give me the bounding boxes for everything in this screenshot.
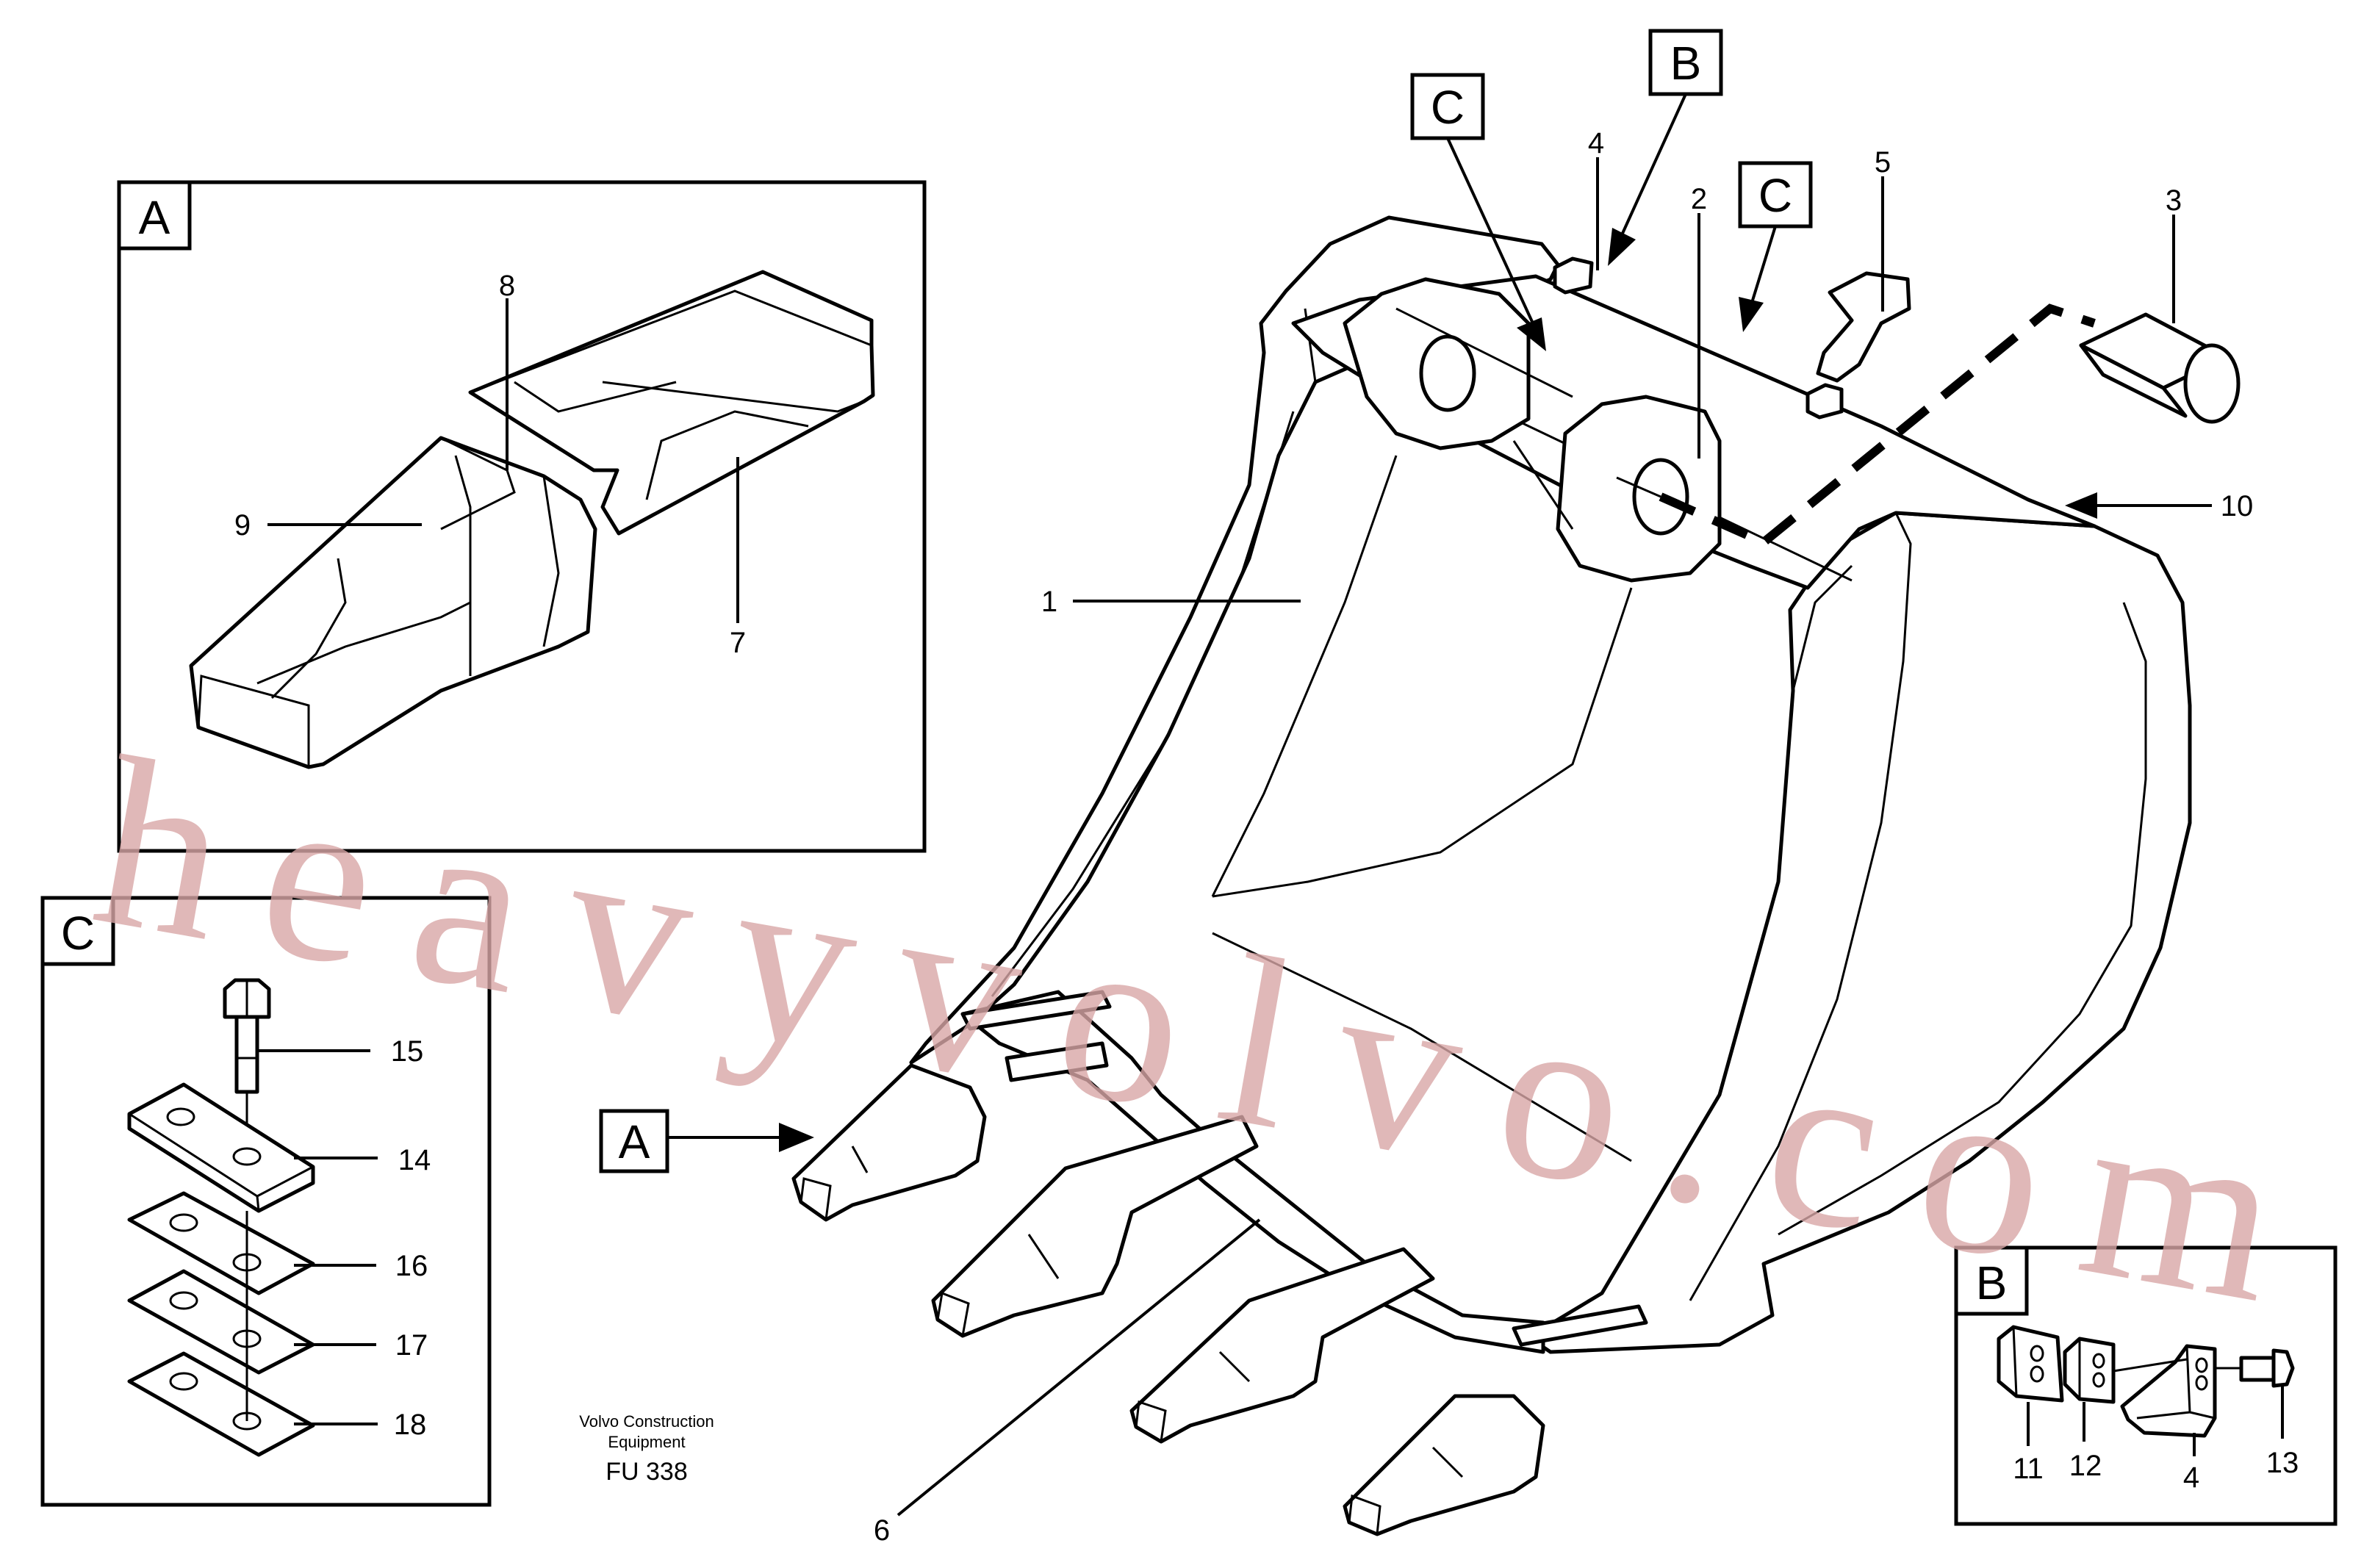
figure-code: FU 338 (606, 1458, 688, 1486)
callout-6: 6 (874, 1514, 890, 1547)
detail-c-panel: C 15 14 16 17 (40, 896, 492, 1507)
view-ref-c-left: C (1431, 81, 1465, 134)
hook-5 (1816, 271, 1911, 383)
callout-17: 17 (395, 1329, 428, 1362)
pin-3-end (2183, 343, 2241, 424)
lug-4-top (1553, 256, 1594, 295)
credit-line-1: Volvo Construction (579, 1412, 714, 1431)
bucket-assembly: 1 2 3 4 5 6 10 A B C (599, 29, 2254, 1547)
callout-15: 15 (391, 1035, 424, 1068)
callout-1: 1 (1041, 586, 1057, 618)
callout-5: 5 (1875, 146, 1891, 179)
view-ref-c-right: C (1758, 169, 1792, 222)
bolt-13 (2239, 1348, 2295, 1388)
detail-c-label: C (61, 907, 95, 960)
callout-14: 14 (398, 1144, 431, 1176)
view-ref-a: A (619, 1115, 650, 1168)
callout-11: 11 (2013, 1453, 2044, 1485)
shim-16 (127, 1191, 315, 1295)
lug-top-right (1805, 383, 1844, 420)
callout-2: 2 (1691, 183, 1707, 215)
callout-16: 16 (395, 1250, 428, 1282)
shim-18 (127, 1351, 315, 1457)
arrow-b (1608, 228, 1636, 266)
callout-10: 10 (2221, 490, 2254, 522)
edge-mid-1 (1005, 1041, 1109, 1082)
arrow-10 (2065, 492, 2097, 519)
plate-14 (127, 1082, 315, 1213)
shim-12 (2063, 1337, 2116, 1404)
arrow-a (779, 1123, 814, 1152)
edge-strip-left (960, 990, 1112, 1031)
callout-8: 8 (499, 270, 515, 302)
callout-3: 3 (2166, 184, 2182, 217)
bucket-right-side-plate (1526, 511, 2192, 1354)
credit-line-2: Equipment (608, 1433, 685, 1451)
detail-b-label: B (1976, 1256, 2008, 1309)
callout-7: 7 (730, 627, 746, 659)
detail-b-panel: B 11 12 4 13 (1954, 1245, 2338, 1526)
bucket-tooth-3 (1129, 1247, 1435, 1444)
tooth-point (189, 436, 597, 769)
arrow-c-left (1517, 317, 1546, 351)
detail-a-panel: A 8 9 7 (117, 180, 927, 853)
bucket-tooth-4 (1343, 1394, 1545, 1536)
callout-4: 4 (1588, 127, 1604, 159)
pin-bore-left (1419, 334, 1476, 412)
detail-a-label: A (139, 191, 170, 244)
callout-9: 9 (234, 509, 251, 542)
callout-12: 12 (2069, 1450, 2102, 1482)
bolt-15 (223, 978, 271, 1154)
edge-strip-right (1512, 1304, 1648, 1347)
bucket-tooth-2 (931, 1115, 1259, 1338)
arrow-c-right (1739, 297, 1764, 332)
bucket-tooth-1 (791, 1063, 987, 1222)
block-11 (1997, 1325, 2064, 1403)
callout-4-detail-b: 4 (2183, 1461, 2199, 1494)
callout-18: 18 (394, 1409, 427, 1441)
view-ref-b: B (1670, 37, 1702, 90)
callout-13: 13 (2266, 1447, 2299, 1479)
pin-axis-dashed (1659, 303, 2096, 547)
shim-17 (127, 1269, 315, 1375)
